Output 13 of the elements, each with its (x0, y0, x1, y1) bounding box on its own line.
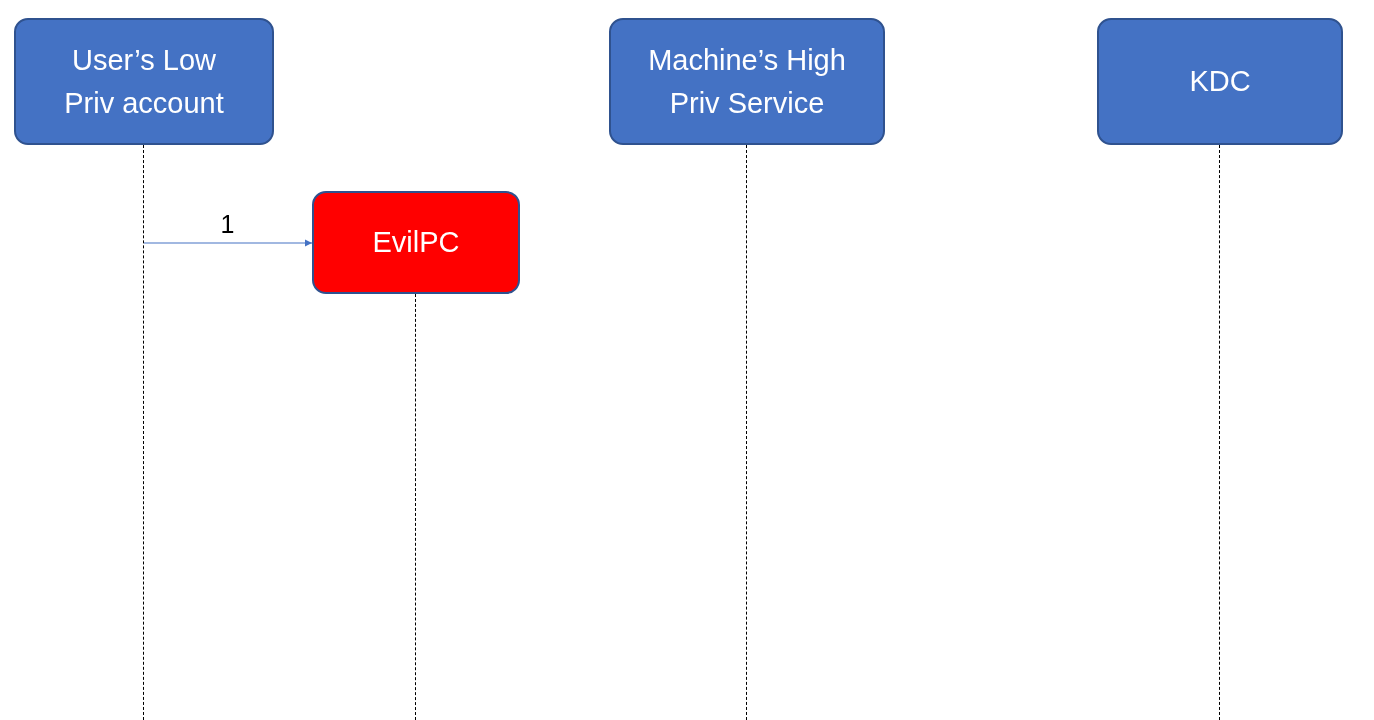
participant-box (312, 191, 520, 294)
lifeline (143, 145, 146, 720)
participant-box (1097, 18, 1343, 145)
lifeline (746, 145, 749, 720)
participant-box (14, 18, 274, 145)
lifeline (415, 294, 418, 720)
participant-label: User’s Low Priv account (63, 43, 225, 121)
participant-label: EvilPC (372, 225, 460, 261)
arrow (143, 239, 313, 247)
participant-box (609, 18, 885, 145)
participant-label: KDC (1189, 64, 1251, 100)
lifeline (1219, 145, 1222, 720)
participant-label: Machine’s High Priv Service (647, 43, 847, 121)
